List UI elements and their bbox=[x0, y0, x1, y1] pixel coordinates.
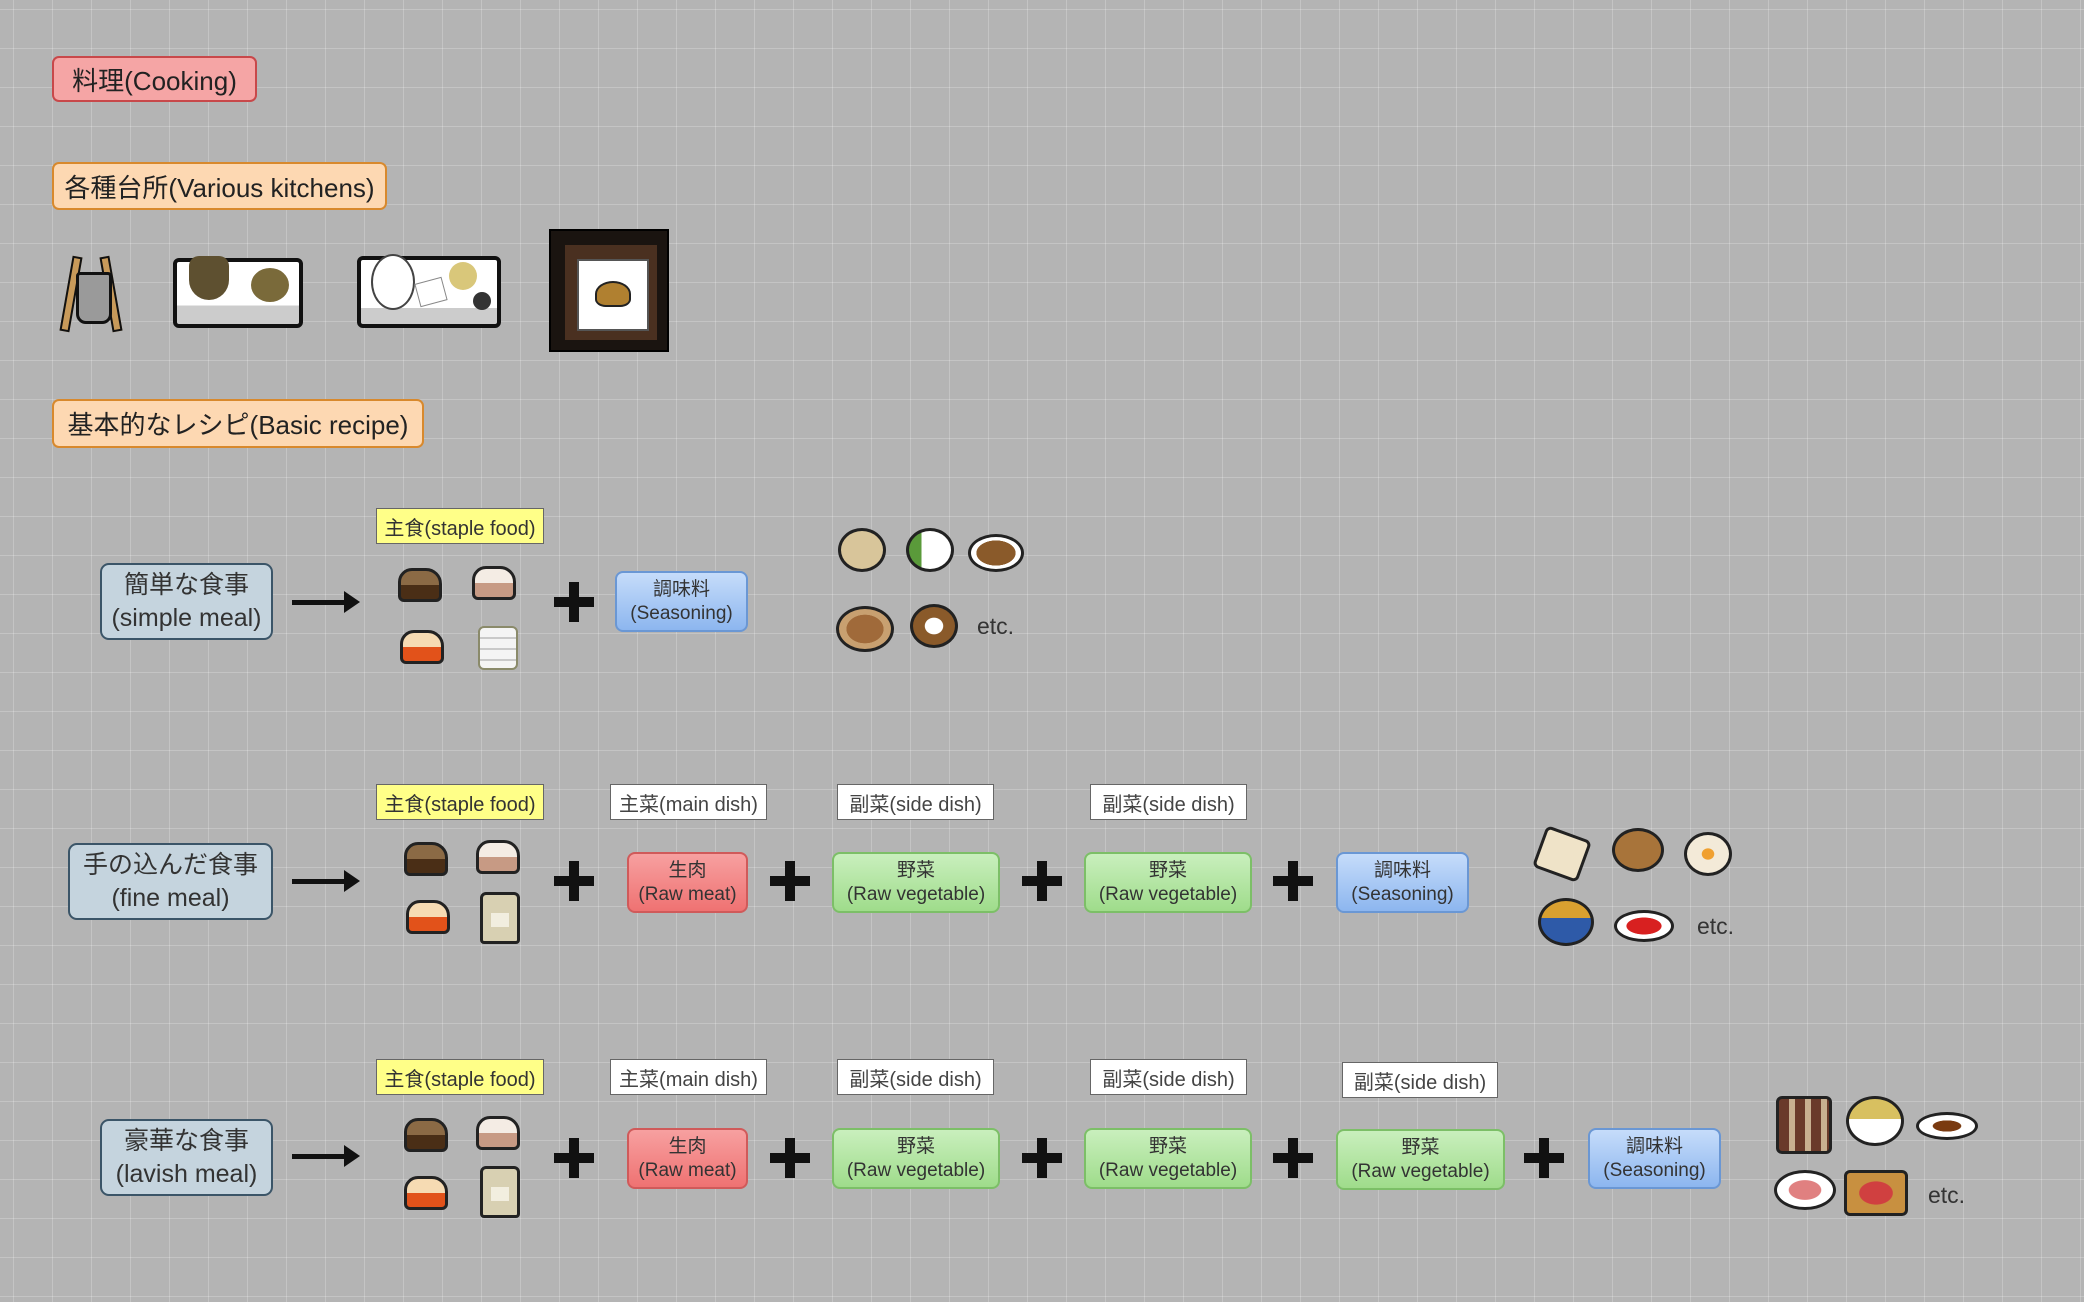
seasoning-box: 調味料(Seasoning) bbox=[1588, 1128, 1721, 1189]
plus-icon bbox=[1524, 1138, 1564, 1178]
seasoning-en: (Seasoning) bbox=[630, 602, 733, 624]
meal-simple: 簡単な食事 (simple meal) bbox=[100, 563, 273, 640]
main-dish-label: 主菜(main dish) bbox=[610, 1059, 767, 1095]
meat-jp: 生肉 bbox=[668, 1135, 707, 1157]
plus-icon bbox=[554, 582, 594, 622]
flour-bag-icon bbox=[480, 1166, 520, 1218]
veg-jp: 野菜 bbox=[896, 1135, 935, 1157]
side-dish-label: 副菜(side dish) bbox=[1090, 784, 1247, 820]
raw-vegetable-box: 野菜(Raw vegetable) bbox=[1084, 1128, 1252, 1189]
veg-en: (Raw vegetable) bbox=[1351, 1160, 1490, 1182]
veg-en: (Raw vegetable) bbox=[1098, 1159, 1238, 1181]
stove-kitchen-icon bbox=[173, 256, 303, 328]
orange-bread-icon bbox=[404, 1176, 448, 1210]
plus-icon bbox=[1022, 861, 1062, 901]
plus-icon bbox=[770, 1138, 810, 1178]
seasoning-jp: 調味料 bbox=[652, 578, 710, 600]
tempura-bowl-icon bbox=[1846, 1096, 1904, 1146]
meat-jp: 生肉 bbox=[668, 859, 707, 881]
staple-food-label: 主食(staple food) bbox=[376, 508, 544, 544]
meal-simple-en: (simple meal) bbox=[111, 603, 262, 632]
dark-bread-icon bbox=[404, 842, 448, 876]
arrow-icon bbox=[292, 870, 360, 892]
arrow-icon bbox=[292, 591, 360, 613]
seasoning-box: 調味料(Seasoning) bbox=[1336, 852, 1469, 913]
meal-lavish-en: (lavish meal) bbox=[115, 1159, 258, 1188]
veg-en: (Raw vegetable) bbox=[846, 883, 986, 905]
recipes-section-label: 基本的なレシピ(Basic recipe) bbox=[52, 399, 424, 448]
curry-plate-icon bbox=[1916, 1112, 1978, 1140]
dark-bread-icon bbox=[398, 568, 442, 602]
white-bread-icon bbox=[476, 1116, 520, 1150]
onigiri-icon bbox=[906, 528, 954, 572]
raw-vegetable-box: 野菜(Raw vegetable) bbox=[1336, 1129, 1505, 1190]
plus-icon bbox=[554, 861, 594, 901]
raw-vegetable-box: 野菜(Raw vegetable) bbox=[832, 1128, 1000, 1189]
main-dish-label: 主菜(main dish) bbox=[610, 784, 767, 820]
pie-bowl-icon bbox=[1612, 828, 1664, 872]
raw-vegetable-box: 野菜(Raw vegetable) bbox=[1084, 852, 1252, 913]
donburi-icon bbox=[1538, 898, 1594, 946]
rice-bowl-icon bbox=[838, 528, 886, 572]
jubako-icon bbox=[1776, 1096, 1832, 1154]
sashimi-plate-icon bbox=[1614, 910, 1674, 942]
orange-bread-icon bbox=[400, 630, 444, 664]
meal-simple-jp: 簡単な食事 bbox=[123, 570, 249, 599]
seasoning-en: (Seasoning) bbox=[1351, 883, 1454, 905]
veg-jp: 野菜 bbox=[896, 859, 935, 881]
plus-icon bbox=[770, 861, 810, 901]
seasoning-box: 調味料(Seasoning) bbox=[615, 571, 748, 632]
ramen-bowl-icon bbox=[1774, 1170, 1836, 1210]
meal-lavish-jp: 豪華な食事 bbox=[123, 1126, 249, 1155]
white-bread-icon bbox=[476, 840, 520, 874]
plus-icon bbox=[1273, 1138, 1313, 1178]
flour-bag-icon bbox=[480, 892, 520, 944]
etc-text: etc. bbox=[1697, 913, 1735, 939]
meat-en: (Raw meat) bbox=[638, 1159, 737, 1181]
fireplace-kitchen-icon bbox=[549, 229, 669, 352]
soup-bowl-icon bbox=[910, 604, 958, 648]
meal-fine: 手の込んだ食事 (fine meal) bbox=[68, 843, 273, 920]
veg-jp: 野菜 bbox=[1401, 1136, 1440, 1158]
arrow-icon bbox=[292, 1145, 360, 1167]
plus-icon bbox=[1022, 1138, 1062, 1178]
meal-fine-en: (fine meal) bbox=[111, 883, 230, 912]
plus-icon bbox=[1273, 861, 1313, 901]
plus-icon bbox=[554, 1138, 594, 1178]
bento-box-icon bbox=[1531, 825, 1593, 883]
seasoning-jp: 調味料 bbox=[1625, 1135, 1683, 1157]
side-dish-label: 副菜(side dish) bbox=[837, 784, 994, 820]
orange-bread-icon bbox=[406, 900, 450, 934]
veg-jp: 野菜 bbox=[1148, 1135, 1187, 1157]
seasoning-en: (Seasoning) bbox=[1603, 1159, 1706, 1181]
staple-food-label: 主食(staple food) bbox=[376, 1059, 544, 1095]
ohagi-plate-icon bbox=[968, 534, 1024, 572]
veg-jp: 野菜 bbox=[1148, 859, 1187, 881]
side-dish-label: 副菜(side dish) bbox=[837, 1059, 994, 1095]
campfire-kitchen-icon bbox=[59, 255, 126, 333]
raw-meat-box: 生肉(Raw meat) bbox=[627, 852, 748, 913]
electric-kitchen-icon bbox=[357, 254, 501, 328]
staple-food-label: 主食(staple food) bbox=[376, 784, 544, 820]
dark-bread-icon bbox=[404, 1118, 448, 1152]
raw-meat-box: 生肉(Raw meat) bbox=[627, 1128, 748, 1189]
pizza-tray-icon bbox=[1844, 1170, 1908, 1216]
side-dish-label: 副菜(side dish) bbox=[1090, 1059, 1247, 1095]
meat-en: (Raw meat) bbox=[638, 883, 737, 905]
meal-lavish: 豪華な食事 (lavish meal) bbox=[100, 1119, 273, 1196]
veg-en: (Raw vegetable) bbox=[846, 1159, 986, 1181]
raw-vegetable-box: 野菜(Raw vegetable) bbox=[832, 852, 1000, 913]
meal-fine-jp: 手の込んだ食事 bbox=[82, 850, 258, 879]
skewer-plate-icon bbox=[836, 606, 894, 652]
kitchens-section-label: 各種台所(Various kitchens) bbox=[52, 162, 387, 210]
dango-icon bbox=[478, 626, 518, 670]
etc-text: etc. bbox=[977, 613, 1015, 639]
white-bread-icon bbox=[472, 566, 516, 600]
etc-text: etc. bbox=[1928, 1182, 1966, 1208]
title-tag: 料理(Cooking) bbox=[52, 56, 257, 102]
veg-en: (Raw vegetable) bbox=[1098, 883, 1238, 905]
egg-rice-icon bbox=[1684, 832, 1732, 876]
seasoning-jp: 調味料 bbox=[1373, 859, 1431, 881]
side-dish-label: 副菜(side dish) bbox=[1342, 1062, 1498, 1098]
